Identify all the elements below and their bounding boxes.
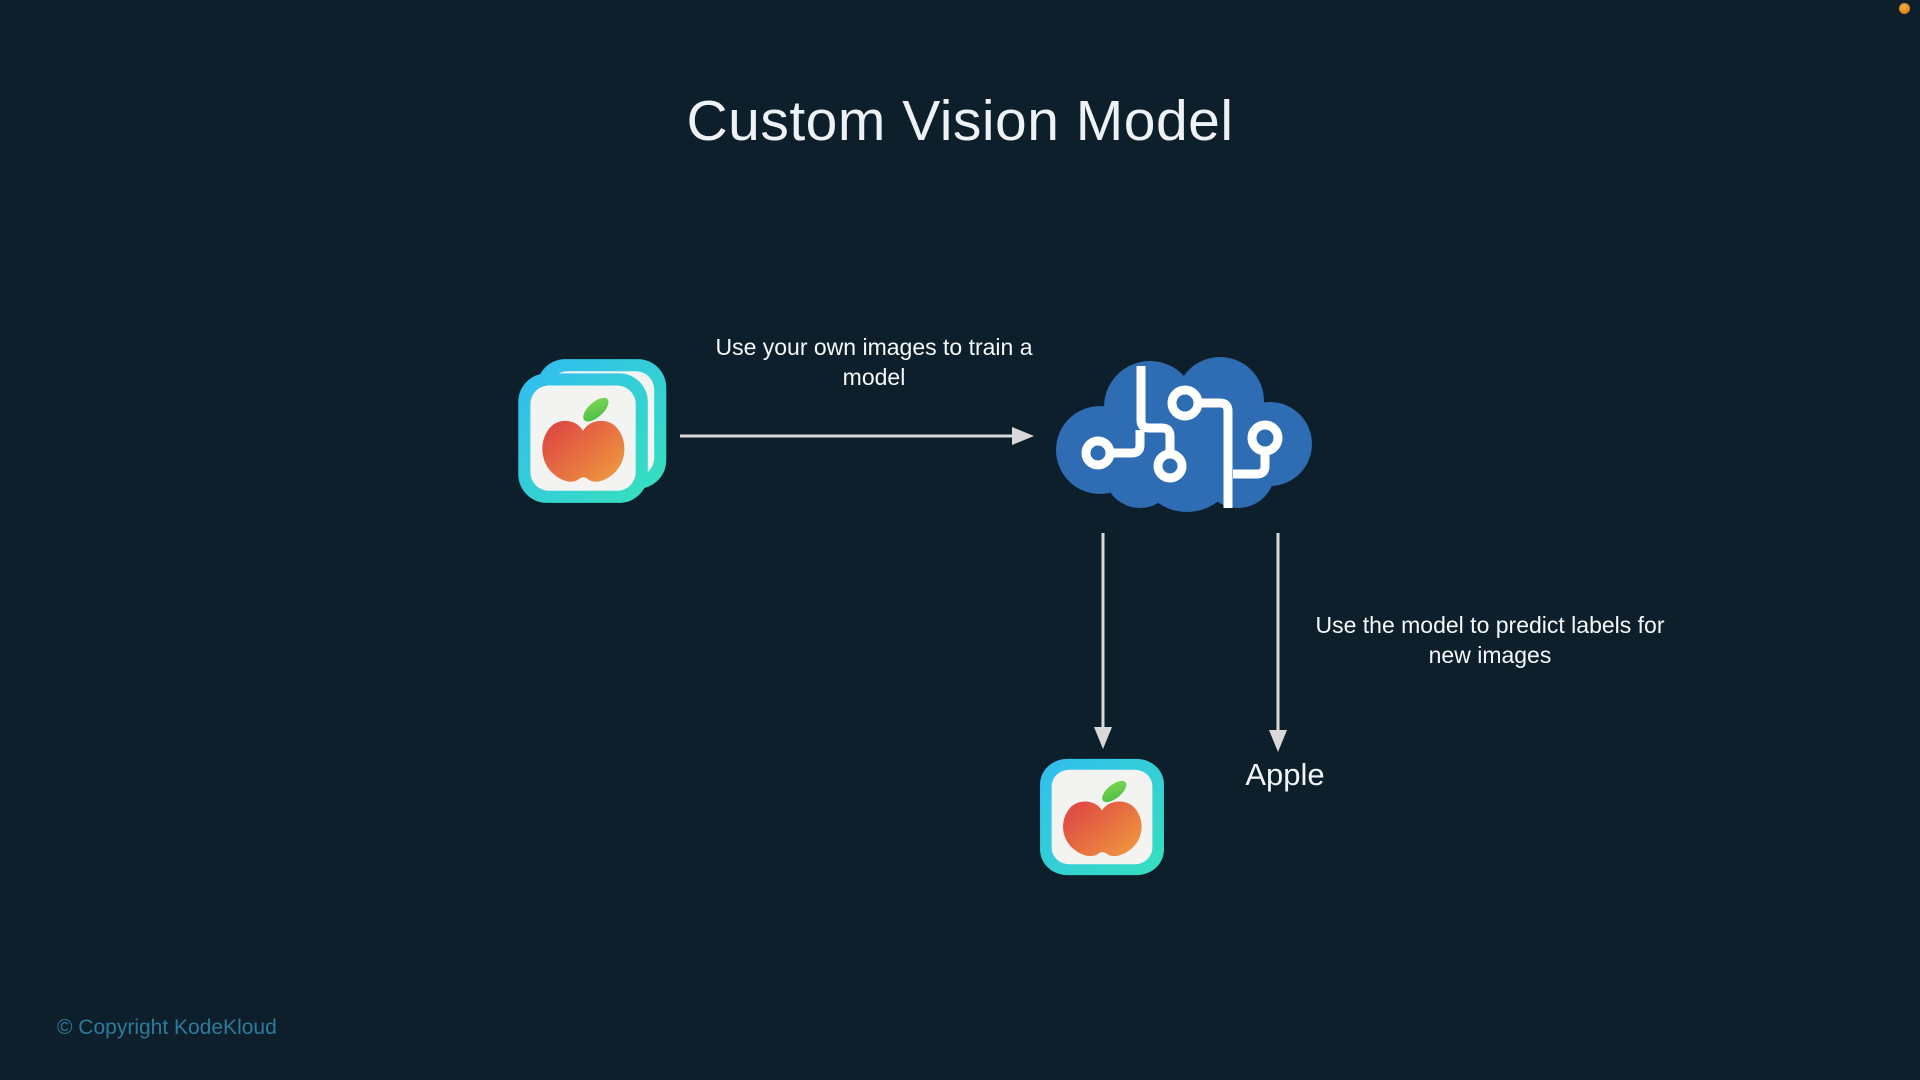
training-images-stack-icon xyxy=(518,359,667,503)
circuit-traces-icon xyxy=(1081,366,1283,508)
train-arrow-label: Use your own images to train a model xyxy=(715,334,1033,390)
predict-label-arrow xyxy=(1269,533,1287,752)
copyright-text: © Copyright KodeKloud xyxy=(57,1016,277,1039)
predict-arrow-label: Use the model to predict labels for new … xyxy=(1315,612,1665,668)
recording-indicator-dot-icon xyxy=(1899,3,1910,14)
prediction-result-label: Apple xyxy=(1245,757,1325,792)
vision-model-brain-icon xyxy=(1056,357,1312,512)
predicted-image-icon xyxy=(1040,758,1164,876)
predict-image-arrow xyxy=(1094,533,1112,749)
page-title: Custom Vision Model xyxy=(686,89,1234,153)
train-arrow xyxy=(680,427,1034,445)
